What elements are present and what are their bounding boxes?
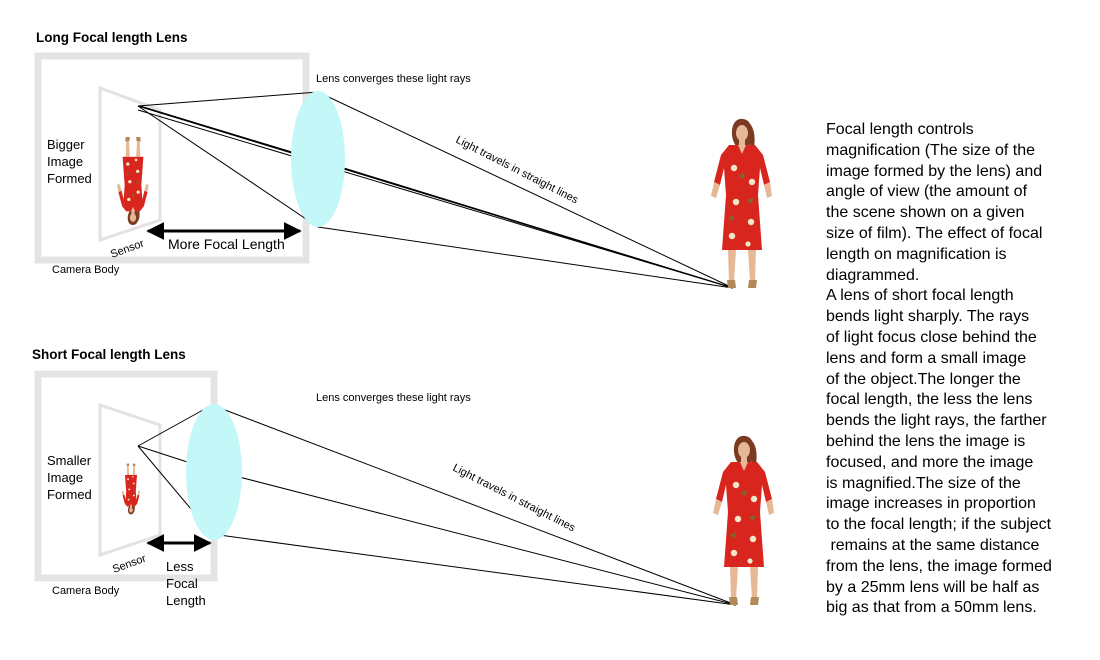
- top-panel: Long Focal length Lens Lens converges th…: [34, 30, 772, 289]
- bottom-image-label-3: Formed: [47, 487, 92, 502]
- bottom-image-label-2: Image: [47, 470, 83, 485]
- description-line: image increases in proportion: [826, 495, 1036, 513]
- description-line: lens and form a small image: [826, 349, 1027, 367]
- description-line: is magnified.The size of the: [826, 474, 1021, 492]
- bottom-focal-label-2: Focal: [166, 576, 198, 591]
- bottom-focal-label-3: Length: [166, 593, 206, 608]
- description-line: bends light sharply. The rays: [826, 308, 1030, 326]
- description-line: angle of view (the amount of: [826, 183, 1028, 201]
- bottom-lens: [186, 404, 242, 540]
- description-line: bends the light rays, the farther: [826, 412, 1047, 430]
- description-line: A lens of short focal length: [826, 287, 1014, 305]
- description-line: remains at the same distance: [826, 536, 1040, 554]
- description-line: from the lens, the image formed: [826, 557, 1052, 575]
- top-lens: [291, 91, 345, 227]
- top-ray-label: Light travels in straight lines: [454, 134, 581, 207]
- top-camera-body-label: Camera Body: [52, 264, 120, 276]
- bottom-lens-label: Lens converges these light rays: [316, 392, 471, 404]
- top-image-label-3: Formed: [47, 171, 92, 186]
- top-image-label-2: Image: [47, 154, 83, 169]
- description-text: Focal length controls magnification (The …: [826, 120, 1088, 619]
- description-line: the scene shown on a given: [826, 204, 1025, 222]
- top-subject-woman: [711, 118, 772, 288]
- description-line: focal length, the less the lens: [826, 391, 1033, 409]
- description-line: Focal length controls: [826, 121, 974, 138]
- description-line: image formed by the lens) and: [826, 162, 1043, 180]
- bottom-light-rays: [137, 404, 737, 606]
- bottom-panel: Short Focal length Lens Lens converges t…: [32, 347, 774, 608]
- description-line: of the object.The longer the: [826, 370, 1021, 388]
- description-line: length on magnification is: [826, 245, 1007, 263]
- bottom-focal-label-1: Less: [166, 559, 194, 574]
- bottom-sensor-label: Sensor: [111, 553, 148, 576]
- bottom-subject-woman: [713, 435, 774, 605]
- description-line: behind the lens the image is: [826, 432, 1026, 450]
- description-line: to the focal length; if the subject: [826, 516, 1052, 534]
- bottom-camera-body-label: Camera Body: [52, 585, 120, 597]
- bottom-ray-label: Light travels in straight lines: [451, 462, 578, 535]
- description-line: by a 25mm lens will be half as: [826, 578, 1040, 596]
- bottom-image-label-1: Smaller: [47, 453, 92, 468]
- bottom-panel-title: Short Focal length Lens: [32, 347, 186, 362]
- description-line: focused, and more the image: [826, 453, 1034, 471]
- description-line: diagrammed.: [826, 266, 920, 284]
- top-lens-label: Lens converges these light rays: [316, 73, 471, 85]
- description-line: size of film). The effect of focal: [826, 224, 1043, 242]
- top-panel-title: Long Focal length Lens: [36, 30, 188, 45]
- description-line: magnification (The size of the: [826, 141, 1035, 159]
- description-line: big as that from a 50mm lens.: [826, 599, 1037, 617]
- description-line: of light focus close behind the: [826, 328, 1037, 346]
- top-image-label-1: Bigger: [47, 137, 85, 152]
- top-focal-label: More Focal Length: [168, 236, 285, 252]
